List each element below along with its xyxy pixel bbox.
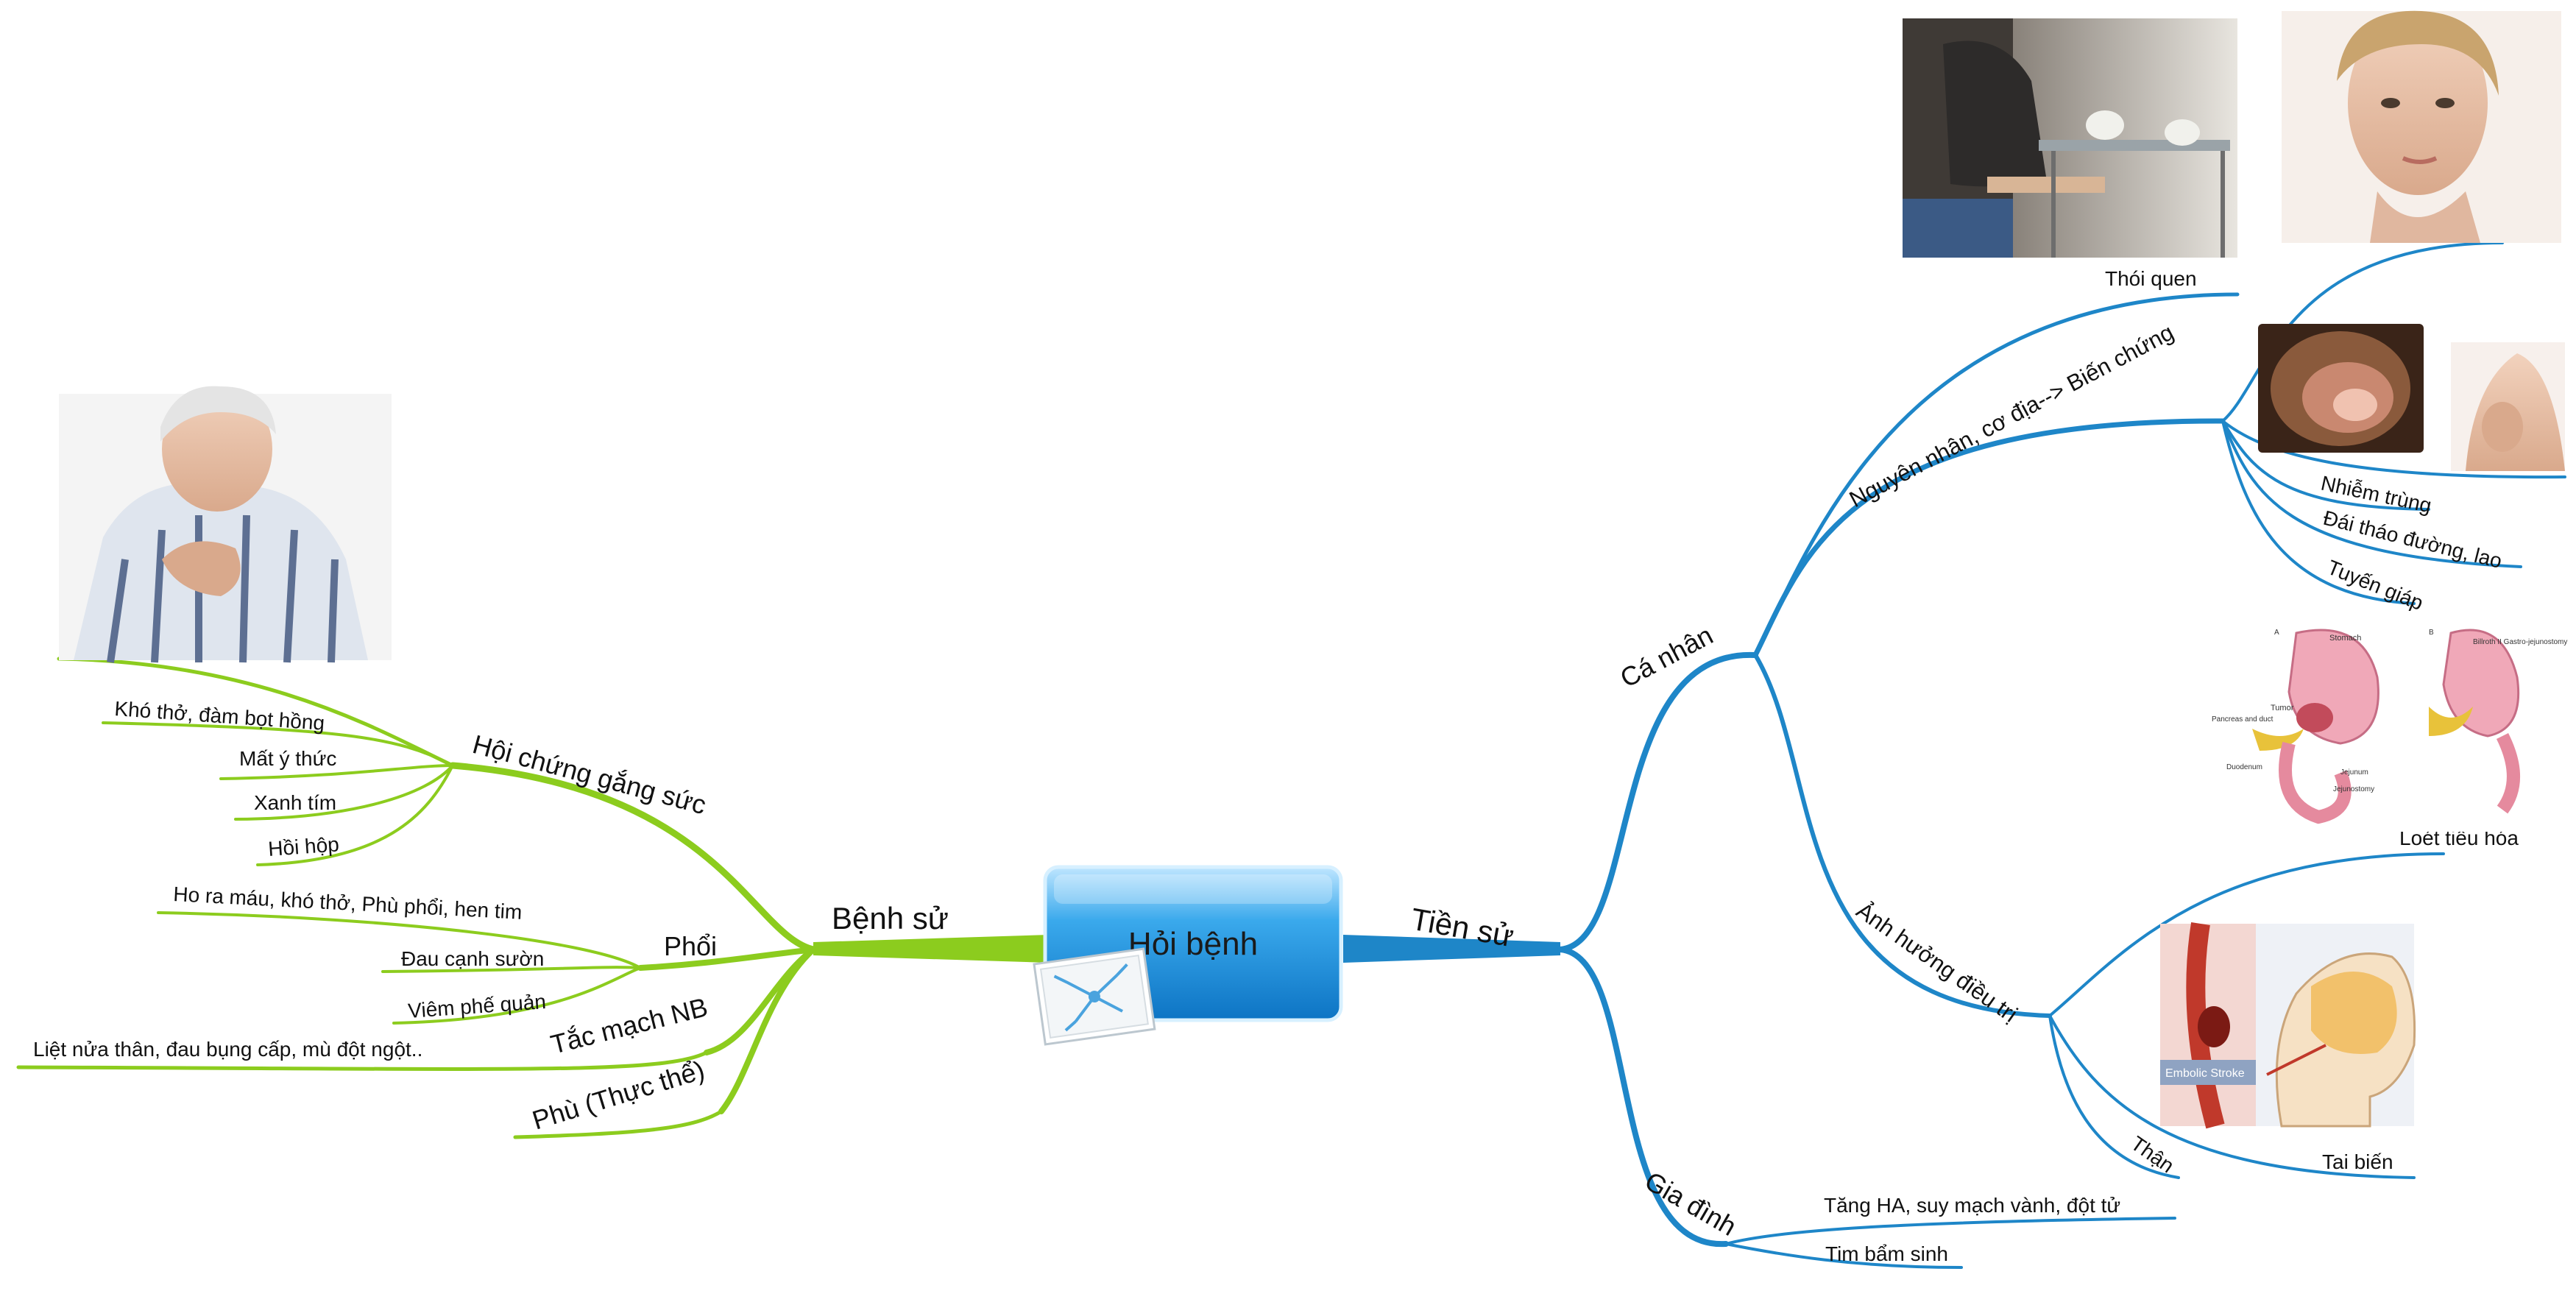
label-a: A [2274, 629, 2279, 637]
back-pain-photo [2451, 342, 2565, 471]
endoscopy-photo [2258, 324, 2424, 453]
leaf-viem-phe-quan[interactable]: Viêm phế quản [407, 990, 547, 1022]
right-main-trunk [1343, 935, 1560, 963]
leaf-xanh-tim[interactable]: Xanh tím [254, 791, 336, 814]
topic-ca-nhan[interactable]: Cá nhân [1616, 620, 1718, 693]
stomach-surgery-illustration: A B Stomach Tumor Pancreas and duct Duod… [2208, 611, 2567, 832]
topic-anh-huong-dieu-tri[interactable]: Ảnh hưởng điều trị [1852, 897, 2023, 1028]
topic-thoi-quen[interactable]: Thói quen [2105, 267, 2197, 290]
stroke-label: Embolic Stroke [2165, 1067, 2245, 1080]
right-branches [1343, 241, 2566, 1269]
man-chest-pain-photo [59, 386, 392, 663]
leaf-liet-nua-than[interactable]: Liệt nửa thân, đau bụng cấp, mù đột ngột… [33, 1038, 422, 1061]
leaf-dau-canh-suon[interactable]: Đau cạnh sườn [401, 947, 544, 970]
stomach-label-jejunostomy: Jejunostomy [2333, 785, 2374, 793]
leaf-hoi-hop[interactable]: Hồi hộp [267, 832, 339, 860]
branch-label-benh-su[interactable]: Bệnh sử [832, 901, 949, 935]
stomach-label-duodenum: Duodenum [2226, 763, 2262, 771]
stomach-label-tumor: Tumor [2271, 704, 2294, 712]
smoking-photo [1903, 18, 2237, 258]
map-icon [1033, 947, 1156, 1046]
leaf-mat-y-thuc[interactable]: Mất ý thức [239, 747, 336, 770]
topic-gia-dinh[interactable]: Gia đình [1640, 1165, 1741, 1242]
left-branches [16, 657, 1049, 1139]
central-title: Hỏi bệnh [1128, 926, 1258, 962]
stomach-label-jejunum: Jejunum [2340, 768, 2368, 777]
central-node[interactable]: Hỏi bệnh [1033, 865, 1343, 1046]
leaf-tim-bam-sinh[interactable]: Tim bẩm sinh [1825, 1242, 1948, 1265]
embolic-stroke-illustration: Embolic Stroke [2160, 922, 2416, 1129]
stomach-label-pancreas: Pancreas and duct [2212, 715, 2274, 724]
topic-nguyen-nhan[interactable]: Nguyên nhân, cơ địa--> Biến chứng [1845, 319, 2178, 513]
label-b: B [2429, 629, 2434, 637]
topic-tac-mach-nb[interactable]: Tắc mạch NB [548, 991, 711, 1060]
leaf-tuyen-giap[interactable]: Tuyến giáp [2324, 556, 2427, 615]
left-main-trunk [813, 935, 1049, 963]
leaf-tang-ha[interactable]: Tăng HA, suy mạch vành, đột tử [1824, 1194, 2120, 1217]
leaf-kho-tho[interactable]: Khó thở, đàm bọt hồng [114, 697, 326, 735]
leaf-tai-bien[interactable]: Tai biến [2322, 1150, 2393, 1173]
topic-phoi[interactable]: Phổi [664, 931, 717, 961]
leaf-ho-ra-mau[interactable]: Ho ra máu, khó thở, Phù phổi, hen tim [173, 883, 523, 924]
stomach-label-billroth: Billroth II Gastro-jejunostomy [2473, 638, 2567, 646]
stomach-label-stomach: Stomach [2329, 634, 2361, 643]
throat-pain-photo [2282, 10, 2561, 243]
